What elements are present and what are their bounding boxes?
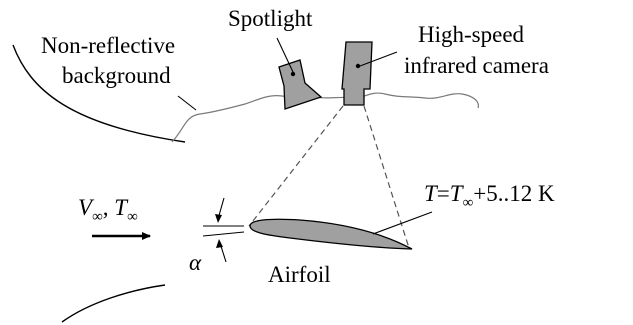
angle-of-attack-indicator bbox=[202, 197, 245, 263]
temperature-leader-line bbox=[372, 211, 433, 235]
upper-wall-curve bbox=[12, 44, 186, 143]
temperature-label: T=T∞+5..12 K bbox=[424, 181, 555, 211]
camera-view-line-left bbox=[248, 105, 344, 227]
lower-wall-curve bbox=[61, 284, 166, 323]
camera-leader-line bbox=[359, 51, 398, 67]
camera-label-line1: High-speed bbox=[418, 22, 525, 47]
camera-label-line2: infrared camera bbox=[404, 53, 549, 78]
background-label-line2: background bbox=[62, 63, 171, 88]
spotlight-label: Spotlight bbox=[228, 6, 313, 31]
spotlight-leader-line bbox=[276, 37, 294, 73]
flow-conditions-label: V∞, T∞ bbox=[78, 195, 138, 225]
background-surface bbox=[171, 92, 479, 143]
alpha-label: α bbox=[189, 250, 202, 275]
airfoil-shape bbox=[249, 218, 413, 250]
camera-view-line-right bbox=[363, 105, 410, 249]
airfoil-label: Airfoil bbox=[268, 262, 331, 287]
background-leader-line bbox=[177, 95, 197, 111]
camera-icon bbox=[341, 41, 373, 106]
spotlight-icon bbox=[278, 59, 323, 110]
background-label-line1: Non-reflective bbox=[41, 33, 175, 58]
